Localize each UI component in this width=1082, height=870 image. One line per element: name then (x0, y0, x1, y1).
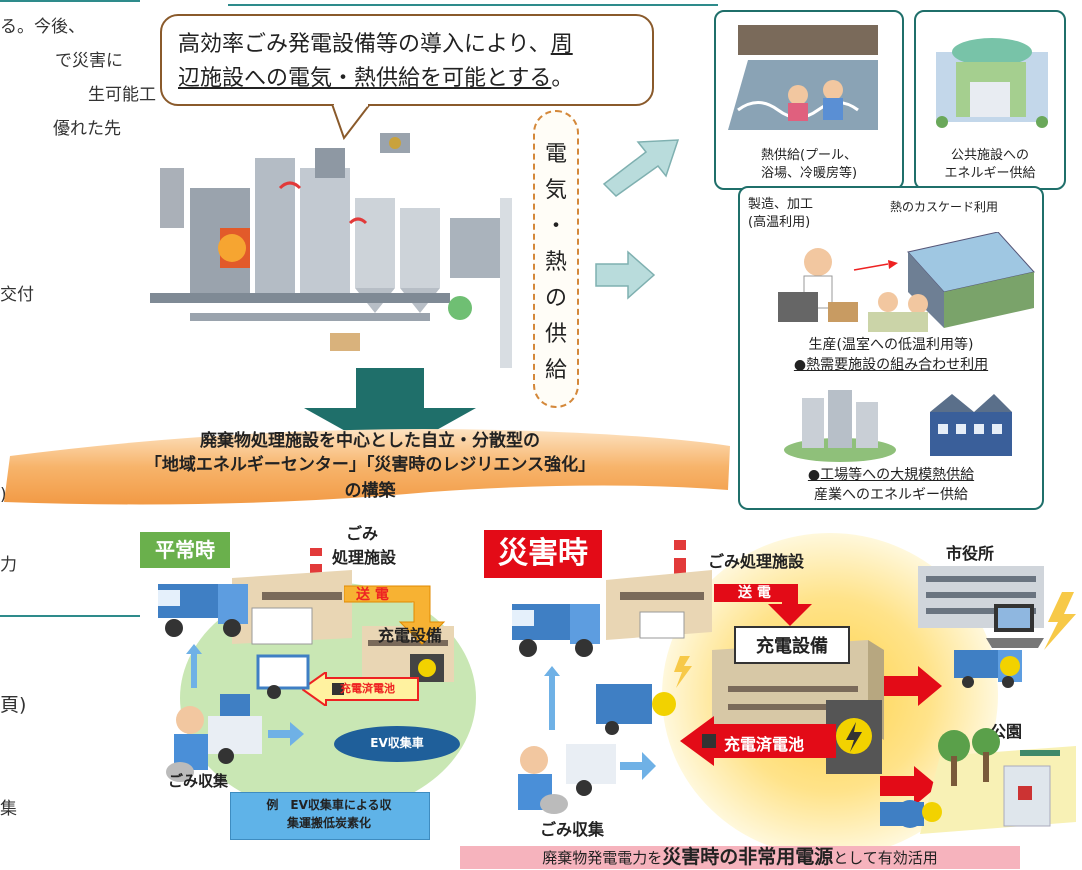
vertical-char: 熱 (544, 250, 567, 275)
vertical-char: 電 (544, 142, 567, 167)
cutoff-kofu: 交付 (0, 285, 34, 305)
normal-collect-label: ごみ収集 (168, 772, 229, 790)
laptop-icon (986, 604, 1044, 648)
vertical-char: の (544, 286, 567, 311)
normal-plant-label-2: 処理施設 (332, 548, 397, 567)
disaster-plant-label: ごみ処理施設 (708, 552, 805, 571)
disaster-battery-label: 充電済電池 (724, 735, 805, 754)
city-hall-label: 市役所 (946, 544, 995, 563)
normal-charger-label: 充電設備 (378, 626, 443, 645)
arrow-to-park (880, 766, 938, 806)
lightning-icon (1044, 592, 1076, 650)
normal-power-label: 送 電 (356, 587, 389, 603)
ev-badge (334, 726, 460, 762)
divider-left (0, 615, 140, 617)
footer-post: として有効活用 (833, 849, 938, 867)
disaster-power-arrow (714, 584, 812, 626)
public-facility-card: 公共施設への エネルギー供給 (914, 10, 1066, 190)
public-label-line1: 公共施設への (950, 148, 1029, 163)
industry-heat-card: 製造、加工 (高温利用) 熱のカスケード利用 生産(温室への低温利用等) ●熱需… (738, 186, 1044, 510)
ev-label: EV収集車 (370, 736, 424, 750)
vertical-char: ・ (544, 214, 567, 239)
disaster-time-title: 災害時 (484, 530, 602, 578)
manufacturing-label-2: (高温利用) (748, 215, 811, 230)
banner-line3: の構築 (344, 481, 396, 501)
vertical-char: 給 (544, 358, 567, 383)
banner-ribbon (4, 429, 730, 505)
normal-battery-arrow (302, 672, 419, 706)
factory-label: ●工場等への大規模熱供給 (807, 467, 975, 483)
cutoff-char-2: 集 (0, 799, 17, 819)
park-illustration (880, 728, 1076, 834)
disaster-battery-arrow (680, 716, 836, 766)
disaster-plant-building (606, 540, 712, 640)
heat-supply-pool-card: 熱供給(プール、 浴場、冷暖房等) (714, 10, 904, 190)
disaster-charger-building (712, 640, 884, 774)
bubble-tail (330, 104, 372, 140)
bubble-line1-underlined: 周 (550, 32, 573, 57)
footer-pre: 廃棄物発電電力を (542, 849, 663, 867)
banner-line1: 廃棄物処理施設を中心とした自立・分散型の (200, 431, 540, 451)
combination-label: ●熱需要施設の組み合わせ利用 (793, 357, 989, 373)
manufacturing-label-1: 製造、加工 (748, 197, 814, 212)
footer-bar (460, 846, 1020, 869)
bubble-line2-underlined: 辺施設への電気・熱供給を可能とする (178, 66, 552, 91)
example-line2: 集運搬低炭素化 (286, 816, 371, 830)
normal-trucks (158, 584, 310, 782)
disaster-trucks (512, 604, 692, 814)
footer-bold: 災害時の非常用電源 (662, 846, 834, 868)
city-hall-ev-truck (954, 650, 1022, 688)
electricity-heat-supply-label: 電 気 ・ 熱 の 供 給 (533, 110, 579, 408)
factory-illustration (784, 390, 1012, 462)
down-arrow (304, 368, 476, 456)
banner-line2: 「地域エネルギーセンター」「災害時のレジリエンス強化」 (144, 455, 596, 475)
normal-battery-label: 充電済電池 (340, 682, 395, 695)
divider-top-right (228, 4, 718, 6)
cutoff-char: 力 (0, 555, 17, 575)
cascade-label: 熱のカスケード利用 (890, 200, 999, 214)
pool-label-line1: 熱供給(プール、 (760, 148, 858, 163)
vertical-char: 供 (544, 322, 567, 347)
cutoff-text-1: る。今後、 (0, 17, 85, 37)
production-label: 生産(温室への低温利用等) (808, 337, 974, 353)
example-box (230, 792, 430, 840)
disaster-power-label: 送 電 (738, 585, 771, 601)
cutoff-text-4: 優れた先 (53, 119, 121, 139)
arrow-to-heat-supply (602, 139, 680, 197)
bubble-line2-end: 。 (551, 66, 574, 91)
normal-plant-label-1: ごみ (346, 524, 379, 543)
example-line1: 例 EV収集車による収 (266, 798, 392, 812)
bubble-line1: 高効率ごみ発電設備等の導入により、 (178, 32, 551, 57)
incineration-plant-illustration (150, 133, 512, 368)
pool-label-line2: 浴場、冷暖房等) (760, 166, 858, 181)
footer-text: 廃棄物発電電力を災害時の非常用電源として有効活用 (460, 846, 1020, 870)
normal-power-arrow (344, 585, 446, 645)
divider-top-left (0, 0, 140, 2)
public-facility-illustration (936, 38, 1048, 128)
arrow-to-industry (595, 250, 656, 300)
normal-time-title: 平常時 (140, 532, 230, 568)
disaster-charger-box (734, 626, 850, 664)
disaster-charger-label: 充電設備 (756, 636, 828, 657)
callout-bubble: 高効率ごみ発電設備等の導入により、周 辺施設への電気・熱供給を可能とする。 (160, 14, 654, 106)
cutoff-paren-2: 頁) (0, 694, 27, 716)
arrow-to-city-hall (884, 666, 942, 706)
industry-label: 産業へのエネルギー供給 (814, 487, 968, 503)
vertical-char: 気 (544, 178, 567, 203)
pool-bathers-illustration (728, 25, 878, 130)
public-label-line2: エネルギー供給 (944, 166, 1036, 181)
disaster-collect-label: ごみ収集 (540, 820, 605, 839)
cutoff-paren: ) (0, 485, 7, 505)
cutoff-text-2: で災害に (55, 51, 123, 71)
cutoff-text-3: 生可能工 (88, 85, 156, 105)
cascade-illustration (778, 232, 1035, 332)
